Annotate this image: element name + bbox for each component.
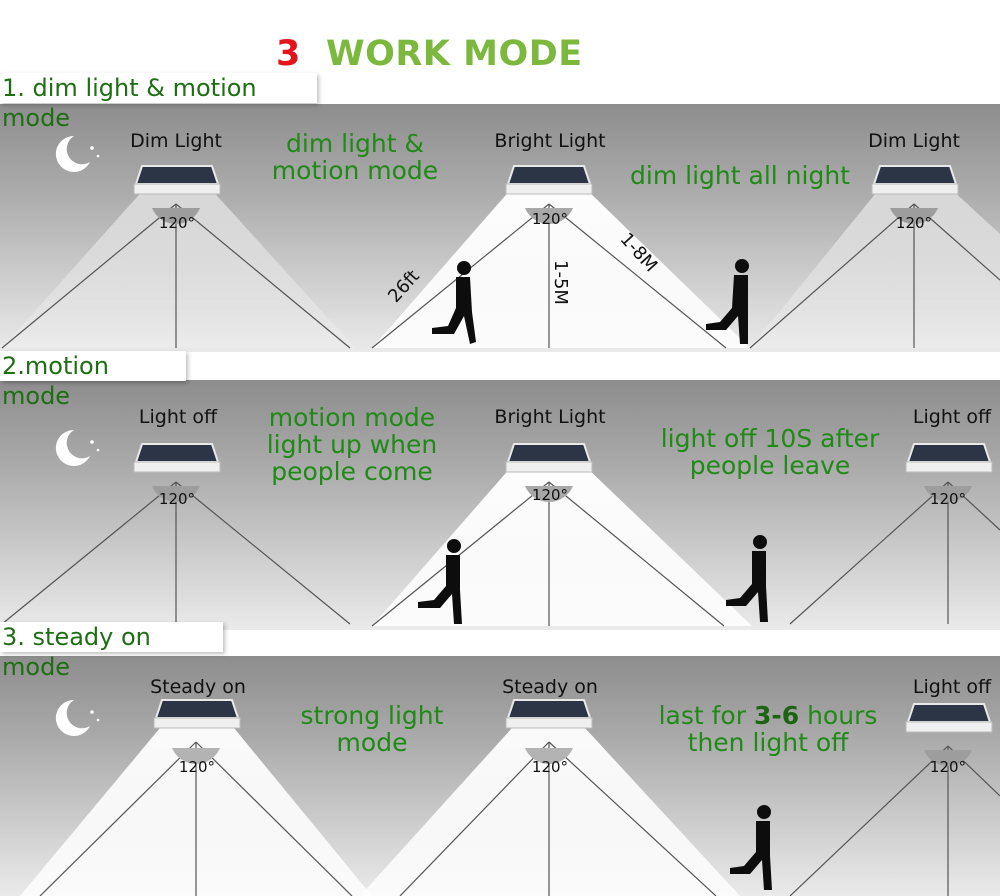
mode-label-motion: 2.motion mode (0, 351, 186, 410)
angle-arc-icon (172, 748, 220, 764)
angle-arc-icon (924, 750, 972, 766)
angle-arc-icon (525, 486, 573, 502)
mode-description: strong light mode (300, 701, 444, 757)
angle-label: 120° (158, 214, 196, 232)
lamp-status-label: Steady on (502, 676, 598, 698)
angle-label: 120° (178, 758, 216, 776)
mode-label-dim-motion: 1. dim light & motion mode (0, 73, 317, 132)
solar-lamp-icon (133, 443, 221, 473)
lamp-status-label: Light off (912, 676, 992, 698)
lamp-status-label: Dim Light (130, 130, 222, 152)
walking-person-icon (706, 259, 749, 344)
angle-label: 120° (895, 214, 933, 232)
solar-lamp-icon (133, 165, 221, 195)
panel-motion-mode: Light off Bright Light Light off 120° 12… (0, 380, 1000, 630)
lamp-status-label: Steady on (150, 676, 246, 698)
angle-label: 120° (929, 490, 967, 508)
lamp-status-label: Bright Light (494, 406, 606, 428)
panel-1-scene (1, 165, 1000, 349)
moon-stars-icon (48, 132, 108, 179)
mode-description: light off 10S after people leave (660, 424, 880, 480)
moon-stars-icon (48, 696, 108, 743)
angle-arc-icon (152, 208, 200, 224)
solar-lamp-icon (905, 703, 993, 733)
light-beam-dim (750, 188, 1000, 348)
moon-stars-icon (48, 426, 108, 473)
walking-person-icon (730, 805, 772, 890)
panel-dim-motion-mode: Dim Light Bright Light Dim Light 120° 12… (0, 104, 1000, 352)
light-beam-bright (372, 466, 752, 626)
panel-steady-on-mode: Steady on Steady on Light off 120° 120° … (0, 656, 1000, 896)
angle-arc-icon (152, 486, 200, 502)
mode-description: motion mode light up when people come (266, 403, 438, 486)
light-beam-bright (360, 728, 740, 896)
light-beam-dim (2, 188, 355, 348)
title-number: 3 (276, 34, 301, 74)
lamp-status-label: Bright Light (494, 130, 606, 152)
title-text: WORK MODE (326, 34, 583, 74)
solar-lamp-icon (153, 699, 241, 729)
lamp-status-label: Dim Light (868, 130, 960, 152)
mode-description: last for 3-6 hours then light off (658, 701, 878, 757)
solar-lamp-icon (505, 165, 593, 195)
page-title: 3 WORK MODE (0, 34, 1000, 80)
angle-arc-icon (525, 748, 573, 764)
solar-lamp-icon (505, 443, 593, 473)
solar-lamp-icon (505, 699, 593, 729)
mode-label-steady-on: 3. steady on mode (0, 622, 223, 681)
solar-lamp-icon (905, 443, 993, 473)
height-label: 1-5M (549, 260, 571, 305)
angle-arc-icon (924, 486, 972, 502)
mode-description: dim light & motion mode (271, 129, 439, 185)
mode-description: dim light all night (630, 161, 850, 190)
walking-person-icon (726, 535, 768, 622)
angle-arc-icon (525, 208, 573, 224)
lamp-status-label: Light off (912, 406, 992, 428)
panel-3-scene (20, 699, 1000, 896)
angle-arc-icon (890, 208, 938, 224)
walking-person-icon (418, 539, 462, 624)
angle-label: 120° (531, 486, 569, 504)
panel-2-scene (1, 443, 1000, 627)
angle-label: 120° (531, 758, 569, 776)
angle-label: 120° (929, 758, 967, 776)
angle-label: 120° (158, 490, 196, 508)
angle-label: 120° (531, 210, 569, 228)
lamp-status-label: Light off (138, 406, 218, 428)
walking-person-icon (432, 261, 476, 344)
solar-lamp-icon (871, 165, 959, 195)
